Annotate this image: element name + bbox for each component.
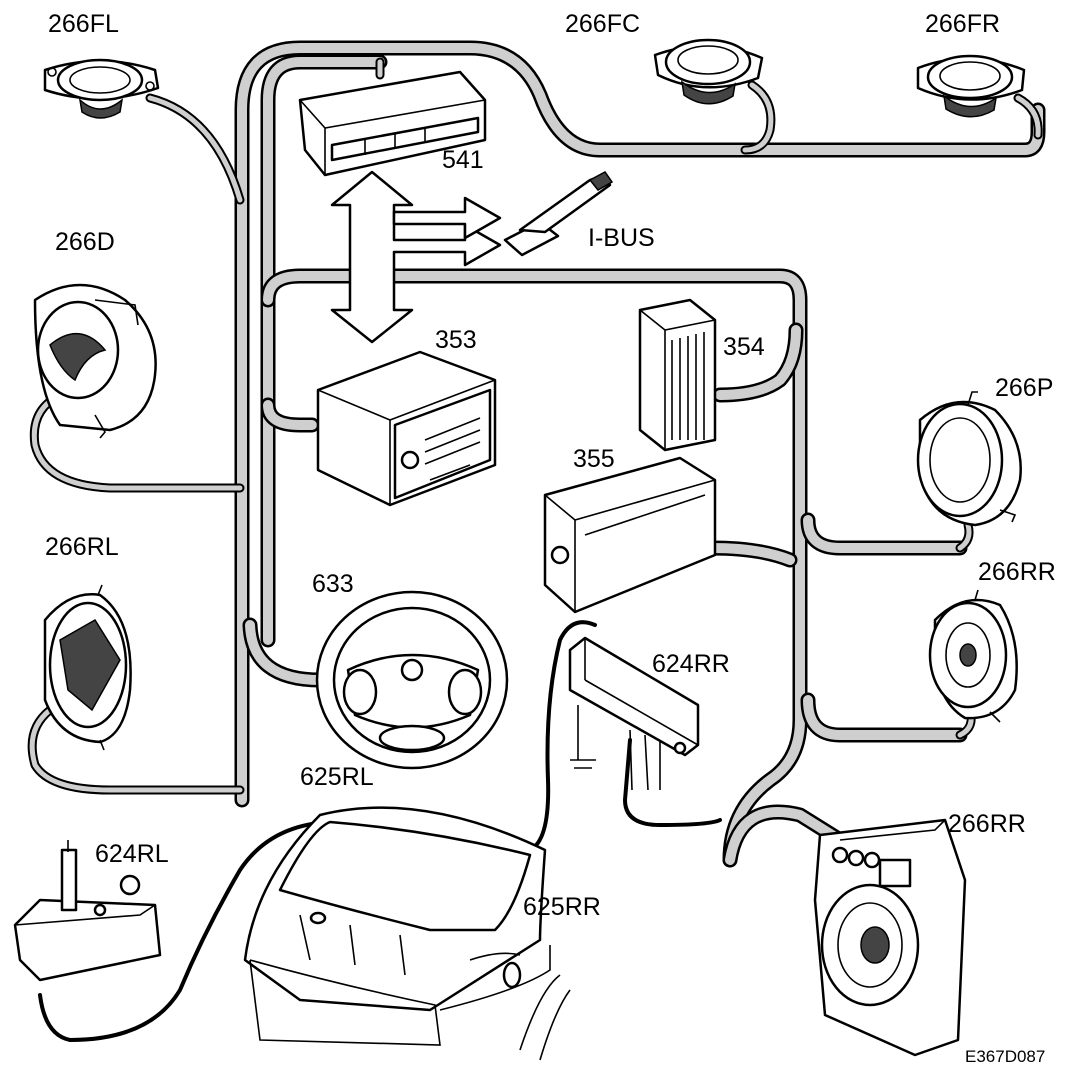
unit-541 <box>298 70 487 177</box>
wiring-harness <box>234 40 1046 868</box>
antenna-cables <box>38 620 722 1042</box>
data-flow-arrows <box>330 170 502 344</box>
label-541: 541 <box>442 146 484 174</box>
amp-624rl <box>13 840 162 982</box>
label-624rr: 624RR <box>652 650 730 678</box>
label-266p: 266P <box>995 374 1053 402</box>
speaker-wires <box>27 57 1043 795</box>
figure-code: E367D087 <box>965 1047 1045 1066</box>
label-624rl: 624RL <box>95 840 169 868</box>
unit-355 <box>543 456 717 614</box>
label-354: 354 <box>723 333 765 361</box>
label-266fr: 266FR <box>925 10 1000 38</box>
speaker-266p <box>916 391 1022 527</box>
steering-wheel-633 <box>315 590 509 770</box>
unit-353 <box>316 350 497 507</box>
ibus-connector <box>503 171 614 257</box>
speaker-266rl <box>43 584 132 751</box>
label-625rr: 625RR <box>523 893 601 921</box>
label-633: 633 <box>312 570 354 598</box>
amp-624rr <box>568 636 700 791</box>
label-355: 355 <box>573 445 615 473</box>
label-266rr-lower: 266RR <box>948 810 1026 838</box>
label-625rl: 625RL <box>300 763 374 791</box>
label-266fc: 266FC <box>565 10 640 38</box>
car-rear <box>243 806 571 1061</box>
speaker-266fr <box>916 54 1026 118</box>
unit-354 <box>638 298 717 452</box>
speaker-266d <box>33 283 157 439</box>
label-353: 353 <box>435 326 477 354</box>
label-266fl: 266FL <box>48 10 119 38</box>
speaker-266fc <box>653 38 764 105</box>
label-ibus: I-BUS <box>588 224 655 252</box>
subwoofer-266rr-lower <box>813 818 967 1057</box>
label-266d: 266D <box>55 228 115 256</box>
label-266rl: 266RL <box>45 533 119 561</box>
label-266rr-upper: 266RR <box>978 558 1056 586</box>
speaker-266rr-upper <box>928 589 1018 723</box>
speaker-266fl <box>43 58 160 119</box>
